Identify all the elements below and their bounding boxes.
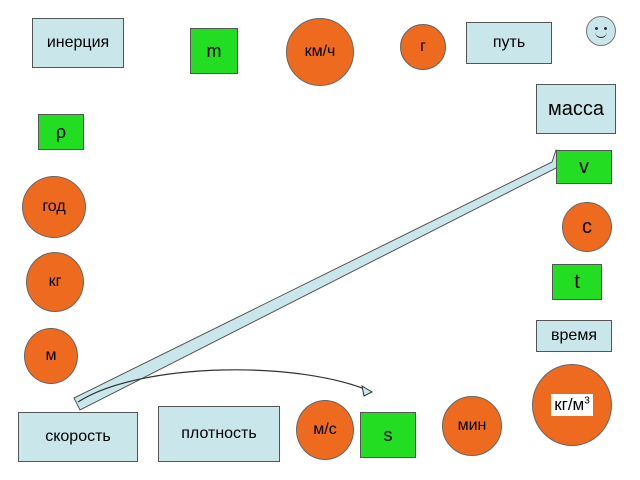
card-speed-label: скорость: [45, 428, 111, 445]
card-inertia-label: инерция: [46, 34, 110, 51]
symbol-s-label: s: [383, 424, 393, 445]
smiley-left-eye: [595, 27, 598, 30]
unit-meter[interactable]: м: [24, 328, 78, 384]
long-arrow-icon: [73, 149, 582, 411]
unit-sec-label: с: [582, 215, 592, 238]
unit-year-label: год: [42, 198, 66, 215]
symbol-rho[interactable]: ρ: [38, 114, 84, 150]
card-time-label: время: [551, 327, 597, 344]
unit-ms[interactable]: м/с: [296, 400, 354, 460]
symbol-t-label: t: [574, 270, 580, 293]
card-time[interactable]: время: [536, 320, 612, 352]
card-inertia[interactable]: инерция: [32, 18, 124, 68]
symbol-rho-label: ρ: [55, 121, 67, 142]
unit-kgm3[interactable]: кг/м3: [532, 364, 612, 446]
symbol-v[interactable]: v: [556, 150, 612, 184]
smiley-icon[interactable]: [586, 16, 616, 46]
curved-arrow-icon: [77, 369, 373, 403]
card-speed[interactable]: скорость: [18, 412, 138, 462]
unit-g[interactable]: г: [400, 24, 446, 70]
unit-year[interactable]: год: [22, 176, 86, 238]
unit-meter-label: м: [45, 347, 57, 364]
unit-kmh-label: км/ч: [304, 43, 336, 60]
card-mass-label: масса: [548, 97, 604, 120]
card-path-label: путь: [492, 34, 526, 51]
unit-g-label: г: [420, 38, 426, 55]
card-density[interactable]: плотность: [158, 406, 280, 462]
unit-kg[interactable]: кг: [26, 252, 84, 312]
unit-min-label: мин: [457, 417, 487, 434]
unit-kmh[interactable]: км/ч: [286, 18, 354, 86]
symbol-s[interactable]: s: [360, 412, 416, 458]
card-density-label: плотность: [181, 425, 257, 442]
unit-kgm3-label: кг/м3: [551, 394, 593, 416]
unit-sec[interactable]: с: [562, 202, 612, 252]
card-path[interactable]: путь: [466, 22, 552, 64]
symbol-m-label: m: [206, 40, 222, 61]
unit-kg-label: кг: [48, 273, 62, 290]
smiley-right-eye: [604, 27, 607, 30]
smiley-mouth: [595, 30, 607, 38]
symbol-t[interactable]: t: [552, 264, 602, 300]
unit-kgm3-base: кг/м: [554, 395, 585, 414]
card-mass[interactable]: масса: [536, 84, 616, 134]
unit-ms-label: м/с: [313, 421, 337, 438]
unit-kgm3-exponent: 3: [584, 395, 590, 407]
symbol-m[interactable]: m: [190, 28, 238, 74]
symbol-v-label: v: [579, 155, 589, 178]
unit-min[interactable]: мин: [442, 396, 502, 456]
